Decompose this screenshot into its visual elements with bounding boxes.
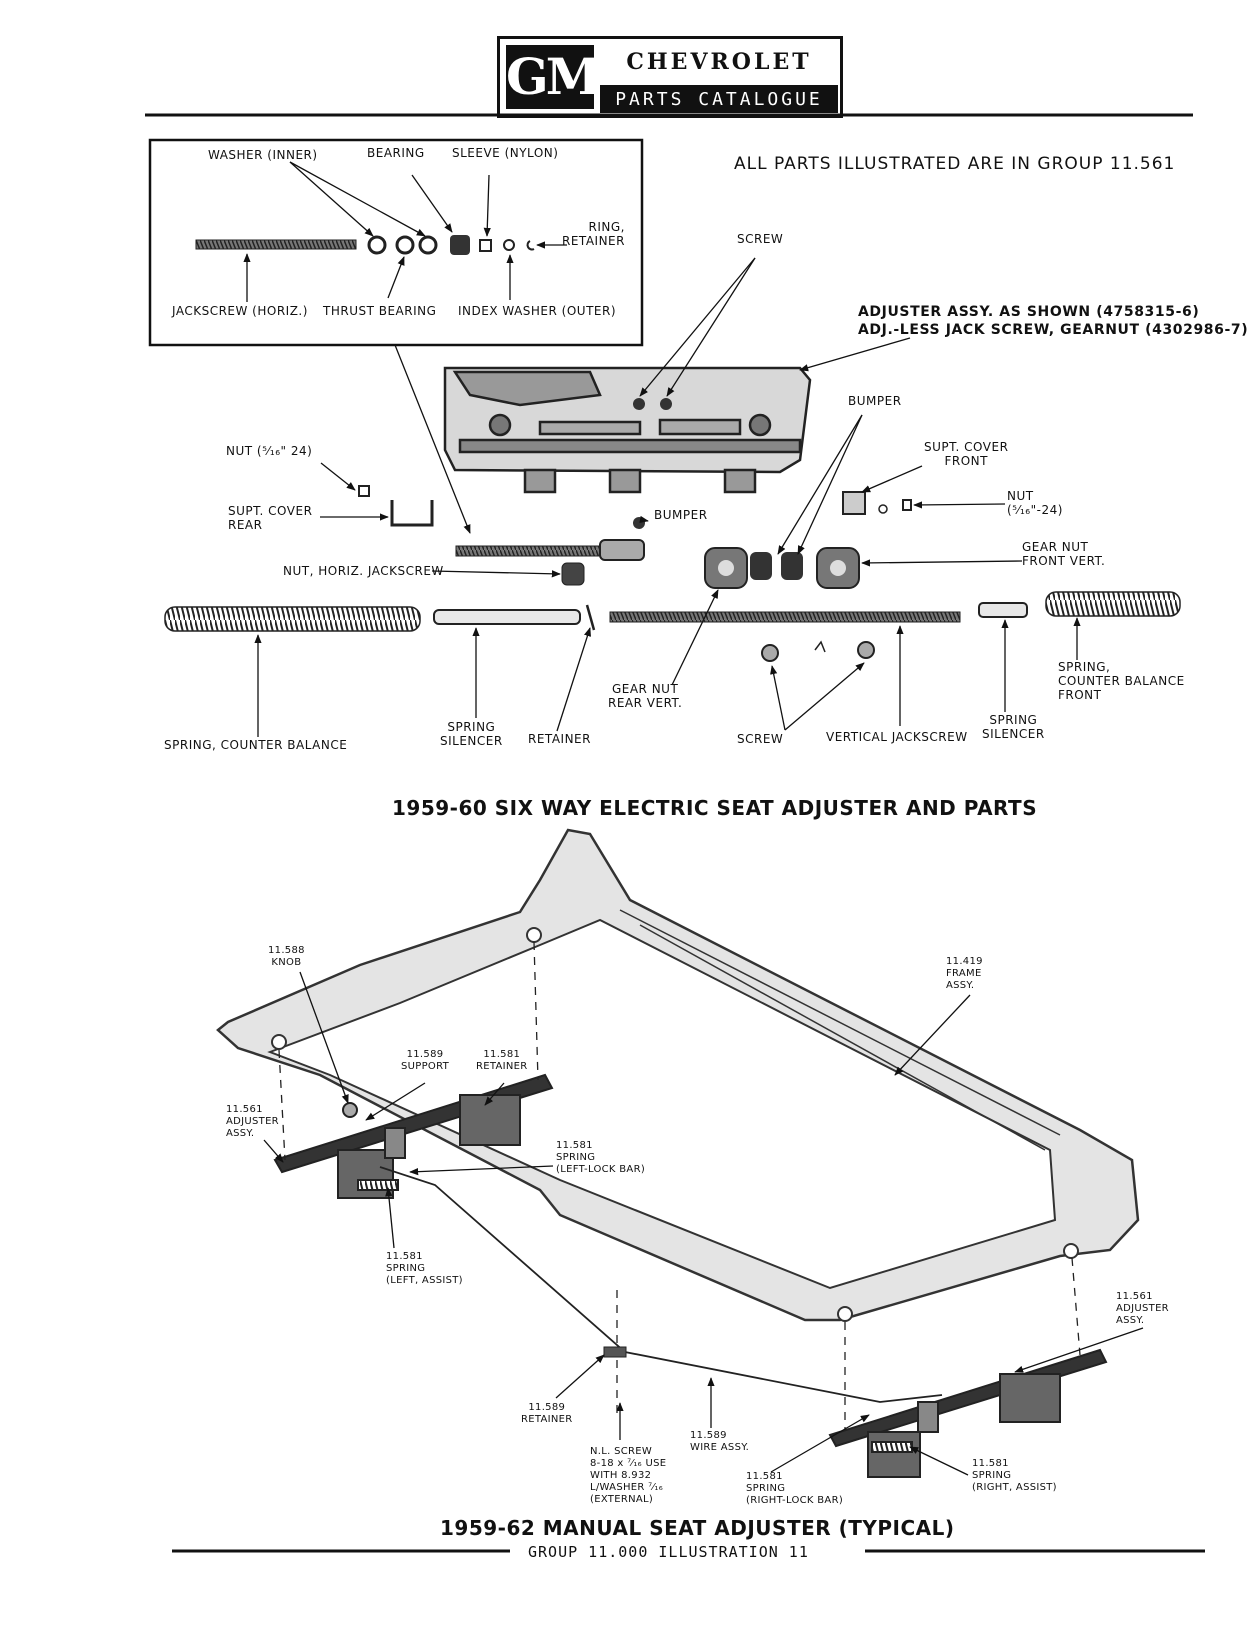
gm-chevrolet-logo: GM CHEVROLET PARTS CATALOGUE	[497, 36, 843, 118]
bumper-mid	[633, 517, 645, 529]
label-screw-bottom: SCREW	[737, 732, 784, 746]
gm-logo-text: GM	[506, 47, 601, 106]
supt-cover-front	[842, 491, 866, 515]
label-ring-retainer: RING, RETAINER	[562, 220, 625, 248]
label-supt-cover-front: SUPT. COVER FRONT	[924, 440, 1009, 468]
label-bearing: BEARING	[367, 146, 425, 160]
label-support: 11.589 SUPPORT	[401, 1049, 450, 1072]
label-spring-counter-balance: SPRING, COUNTER BALANCE	[164, 738, 348, 752]
adjuster-assy-line2: ADJ.-LESS JACK SCREW, GEARNUT (4302986-7…	[858, 322, 1249, 338]
label-spring-right-lock: 11.581 SPRING (RIGHT-LOCK BAR)	[746, 1471, 844, 1506]
inset-thrust-bearing	[395, 235, 415, 255]
label-nut-horiz-jackscrew: NUT, HORIZ. JACKSCREW	[283, 564, 444, 578]
label-retainer-bottom: 11.589 RETAINER	[521, 1402, 573, 1425]
spring-silencer-right	[978, 602, 1028, 618]
screw-1	[633, 398, 645, 410]
label-frame-assy: 11.419 FRAME ASSY.	[946, 956, 983, 991]
label-sleeve-nylon: SLEEVE (NYLON)	[452, 146, 559, 160]
inset-box	[148, 138, 644, 347]
label-knob: 11.588 KNOB	[268, 945, 305, 968]
label-wire-assy: 11.589 WIRE ASSY.	[690, 1430, 750, 1453]
inset-ring	[526, 240, 535, 251]
bumper-2	[781, 552, 803, 580]
spring-silencer-left	[433, 609, 581, 625]
label-spring-counter-front: SPRING, COUNTER BALANCE FRONT	[1058, 660, 1185, 702]
screw-bottom-1	[761, 644, 779, 662]
adjuster-assy-line1: ADJUSTER ASSY. AS SHOWN (4758315-6)	[858, 304, 1200, 320]
horiz-jackscrew	[455, 545, 602, 557]
inset-bearing	[450, 235, 470, 255]
title-manual: 1959-62 MANUAL SEAT ADJUSTER (TYPICAL)	[440, 1516, 955, 1540]
inset-index-washer	[503, 239, 515, 251]
nut-right	[902, 499, 912, 511]
gm-logo-block: GM	[506, 45, 601, 109]
manual-seat-frame	[216, 828, 1140, 1322]
label-vertical-jackscrew: VERTICAL JACKSCREW	[826, 730, 968, 744]
group-notice: ALL PARTS ILLUSTRATED ARE IN GROUP 11.56…	[734, 154, 1176, 174]
supt-cover-rear	[390, 500, 434, 527]
label-supt-cover-rear: SUPT. COVER REAR	[228, 504, 313, 532]
label-nut-left: NUT (⁵⁄₁₆" 24)	[226, 444, 313, 458]
spring-counter-balance-front	[1045, 591, 1181, 617]
screw-2	[660, 398, 672, 410]
label-adjuster-left: 11.561 ADJUSTER ASSY.	[226, 1104, 279, 1139]
nut-left	[358, 485, 370, 497]
retainer-clip	[585, 604, 596, 631]
bumper-1	[750, 552, 772, 580]
label-spring-silencer-left: SPRING SILENCER	[440, 720, 503, 748]
label-spring-right-assist: 11.581 SPRING (RIGHT, ASSIST)	[972, 1458, 1057, 1493]
label-retainer-top: 11.581 RETAINER	[476, 1049, 528, 1072]
manual-adjuster-left	[273, 1073, 554, 1199]
catalogue-title: PARTS CATALOGUE	[615, 89, 823, 110]
vertical-jackscrew	[609, 611, 961, 623]
label-gear-nut-rear: GEAR NUT REAR VERT.	[608, 682, 683, 710]
retainer-bottom	[603, 1346, 627, 1358]
label-nl-screw: N.L. SCREW 8-18 x ⁷⁄₁₆ USE WITH 8.932 L/…	[590, 1446, 667, 1505]
inset-washer-2	[418, 235, 438, 255]
inset-washer-1	[367, 235, 387, 255]
label-retainer: RETAINER	[528, 732, 591, 746]
catalogue-bar: PARTS CATALOGUE	[600, 85, 838, 113]
screw-bottom-2	[857, 641, 875, 659]
label-thrust-bearing: THRUST BEARING	[323, 304, 437, 318]
brand-name: CHEVROLET	[626, 49, 812, 75]
label-gear-nut-front: GEAR NUT FRONT VERT.	[1022, 540, 1106, 568]
label-spring-silencer-right: SPRING SILENCER	[982, 713, 1045, 741]
nut-horiz	[561, 562, 585, 586]
footer-group-illustration: GROUP 11.000 ILLUSTRATION 11	[528, 1543, 809, 1561]
label-screw-top: SCREW	[737, 232, 784, 246]
title-electric: 1959-60 SIX WAY ELECTRIC SEAT ADJUSTER A…	[392, 796, 1038, 820]
label-bumper-mid: BUMPER	[654, 508, 708, 522]
label-bumper-top: BUMPER	[848, 394, 902, 408]
label-spring-left-lock: 11.581 SPRING (LEFT-LOCK BAR)	[556, 1140, 646, 1175]
label-adjuster-right: 11.561 ADJUSTER ASSY.	[1116, 1291, 1169, 1326]
spring-counter-balance	[164, 606, 421, 632]
label-spring-left-assist: 11.581 SPRING (LEFT, ASSIST)	[386, 1251, 463, 1286]
label-nut-right: NUT (⁵⁄₁₆"-24)	[1007, 489, 1063, 517]
label-index-washer: INDEX WASHER (OUTER)	[458, 304, 617, 318]
manual-adjuster-right	[828, 1348, 1108, 1478]
electric-adjuster-frame	[443, 366, 812, 494]
label-washer-inner: WASHER (INNER)	[208, 148, 318, 162]
label-jackscrew-horiz: JACKSCREW (HORIZ.)	[172, 304, 308, 318]
inset-jackscrew	[195, 239, 357, 250]
inset-sleeve	[479, 239, 492, 252]
